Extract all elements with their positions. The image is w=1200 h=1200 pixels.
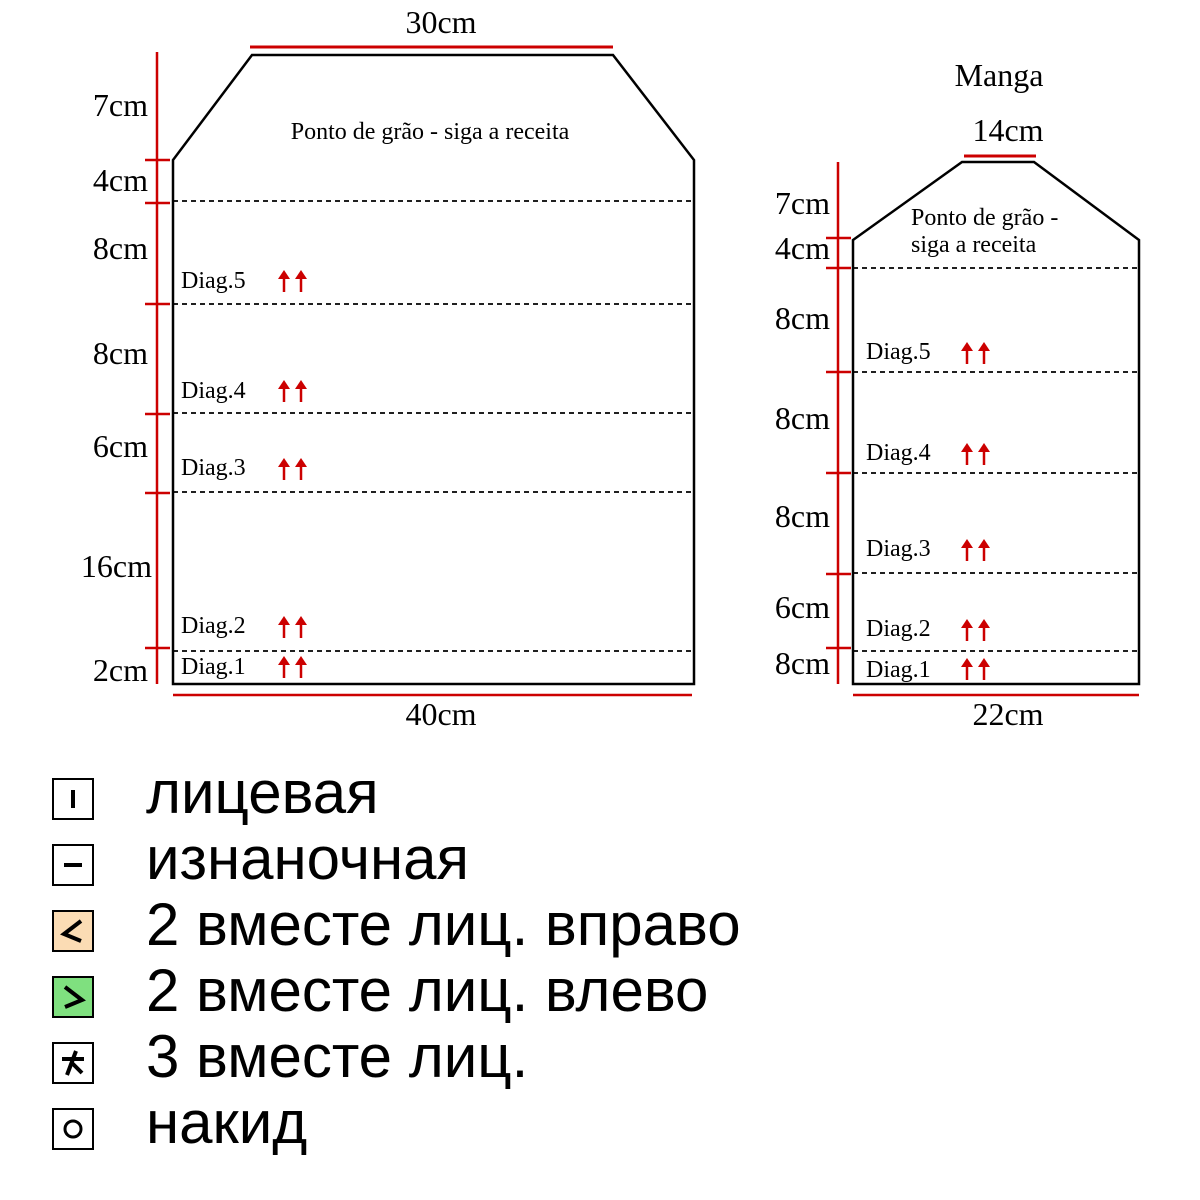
double-up-arrow-icon [961, 539, 990, 561]
legend-label: 2 вместе лиц. вправо [146, 891, 741, 958]
body-height-label: 8cm [93, 335, 148, 371]
double-up-arrow-icon [961, 342, 990, 364]
legend-row-k3tog: 3 вместе лиц. [52, 1026, 1152, 1092]
legend-row-knit: лицевая [52, 762, 1152, 828]
sleeve-height-measure [826, 162, 851, 684]
body-section-lines [173, 200, 694, 652]
double-up-arrow-icon [278, 616, 307, 638]
sleeve-diag-label: Diag.1 [866, 657, 931, 683]
k3tog-icon [52, 1042, 94, 1084]
legend-label: накид [146, 1089, 308, 1156]
body-height-label: 4cm [93, 162, 148, 198]
sleeve-height-label: 8cm [775, 645, 830, 681]
sleeve-diag-label: Diag.3 [866, 536, 931, 562]
double-up-arrow-icon [961, 443, 990, 465]
k2tog-right-icon [52, 910, 94, 952]
sleeve-arrows [961, 342, 990, 680]
k2tog-left-icon [52, 976, 94, 1018]
sleeve-height-label: 4cm [775, 230, 830, 266]
body-top-width: 30cm [405, 4, 476, 40]
double-up-arrow-icon [278, 458, 307, 480]
body-height-label: 8cm [93, 230, 148, 266]
sleeve-outline [851, 160, 1141, 686]
sleeve-section-lines [853, 267, 1139, 652]
yarn-over-icon [52, 1108, 94, 1150]
sleeve-top-width: 14cm [972, 112, 1043, 148]
body-stitch-note: Ponto de grão - siga a receita [291, 119, 570, 145]
sleeve-diag-label: Diag.4 [866, 440, 931, 466]
body-height-measure [145, 52, 170, 684]
sleeve-stitch-note: siga a receita [911, 232, 1037, 258]
double-up-arrow-icon [278, 270, 307, 292]
sleeve-height-label: 8cm [775, 400, 830, 436]
sleeve-title: Manga [955, 57, 1044, 93]
legend-row-k2tog-right: 2 вместе лиц. вправо [52, 894, 1152, 960]
knit-icon [52, 778, 94, 820]
legend-label: 3 вместе лиц. [146, 1023, 529, 1090]
double-up-arrow-icon [278, 380, 307, 402]
sleeve-bottom-width: 22cm [972, 696, 1043, 732]
symbol-legend: лицевая изнаночная 2 вместе лиц. вправо … [52, 762, 1152, 1158]
sleeve-diag-label: Diag.5 [866, 339, 931, 365]
body-diag-label: Diag.2 [181, 613, 246, 639]
body-diag-label: Diag.4 [181, 378, 246, 404]
sleeve-height-label: 6cm [775, 589, 830, 625]
legend-label: изнаночная [146, 825, 469, 892]
body-piece: 30cm Ponto de grão - siga a receita 7cm … [81, 4, 696, 732]
body-diag-label: Diag.1 [181, 654, 246, 680]
body-height-label: 7cm [93, 87, 148, 123]
body-height-label: 16cm [81, 548, 152, 584]
sleeve-height-label: 7cm [775, 185, 830, 221]
legend-row-k2tog-left: 2 вместе лиц. влево [52, 960, 1152, 1026]
double-up-arrow-icon [961, 658, 990, 680]
schematic-diagram: 30cm Ponto de grão - siga a receita 7cm … [81, 4, 1141, 732]
double-up-arrow-icon [961, 619, 990, 641]
sleeve-stitch-note: Ponto de grão - [911, 205, 1058, 231]
sleeve-piece: Manga 14cm Ponto de grão - siga a receit… [775, 57, 1141, 732]
body-height-label: 6cm [93, 428, 148, 464]
double-up-arrow-icon [278, 656, 307, 678]
body-outline [171, 53, 696, 686]
legend-label: лицевая [146, 759, 379, 826]
sleeve-height-label: 8cm [775, 498, 830, 534]
body-diag-label: Diag.3 [181, 455, 246, 481]
sleeve-diag-label: Diag.2 [866, 616, 931, 642]
sleeve-height-label: 8cm [775, 300, 830, 336]
legend-row-purl: изнаночная [52, 828, 1152, 894]
legend-row-yarn-over: накид [52, 1092, 1152, 1158]
body-diag-label: Diag.5 [181, 268, 246, 294]
body-bottom-width: 40cm [405, 696, 476, 732]
body-arrows [278, 270, 307, 678]
body-height-label: 2cm [93, 652, 148, 688]
legend-label: 2 вместе лиц. влево [146, 957, 709, 1024]
purl-icon [52, 844, 94, 886]
